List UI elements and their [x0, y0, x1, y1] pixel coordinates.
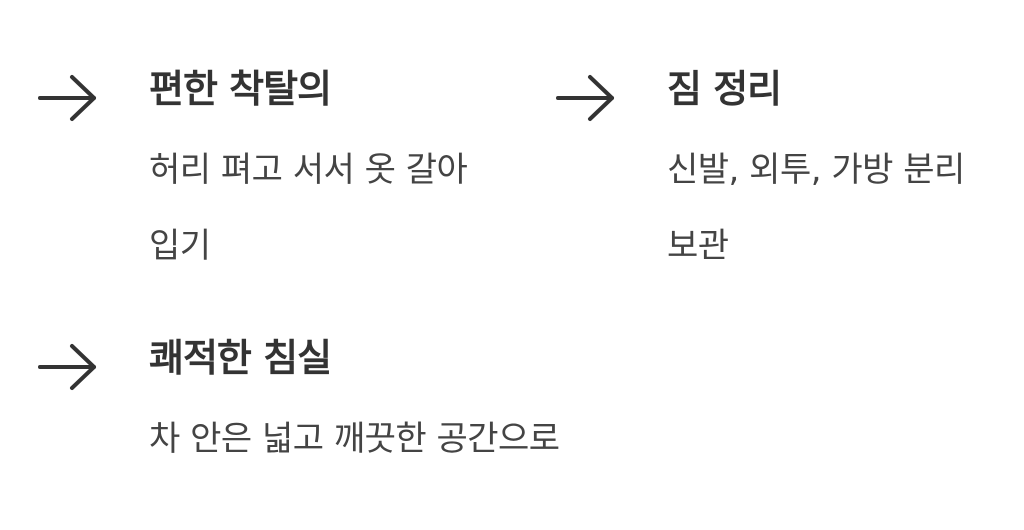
arrow-right-icon: [38, 342, 98, 392]
feature-description-line: 허리 펴고 서서 옷 갈아: [149, 150, 468, 190]
feature-description-line: 입기: [149, 226, 211, 266]
feature-description: 허리 펴고 서서 옷 갈아 입기: [149, 132, 468, 284]
feature-title: 쾌적한 침실: [149, 336, 332, 380]
feature-description-line: 보관: [667, 226, 729, 266]
feature-description: 신발, 외투, 가방 분리 보관: [667, 132, 965, 284]
arrow-right-icon: [38, 73, 98, 123]
arrow-right-icon: [556, 73, 616, 123]
feature-title: 짐 정리: [667, 67, 782, 111]
feature-description-line: 신발, 외투, 가방 분리: [667, 150, 965, 190]
feature-description: 차 안은 넓고 깨끗한 공간으로: [149, 401, 560, 477]
feature-title: 편한 착탈의: [149, 67, 332, 111]
feature-description-line: 차 안은 넓고 깨끗한 공간으로: [149, 419, 560, 459]
